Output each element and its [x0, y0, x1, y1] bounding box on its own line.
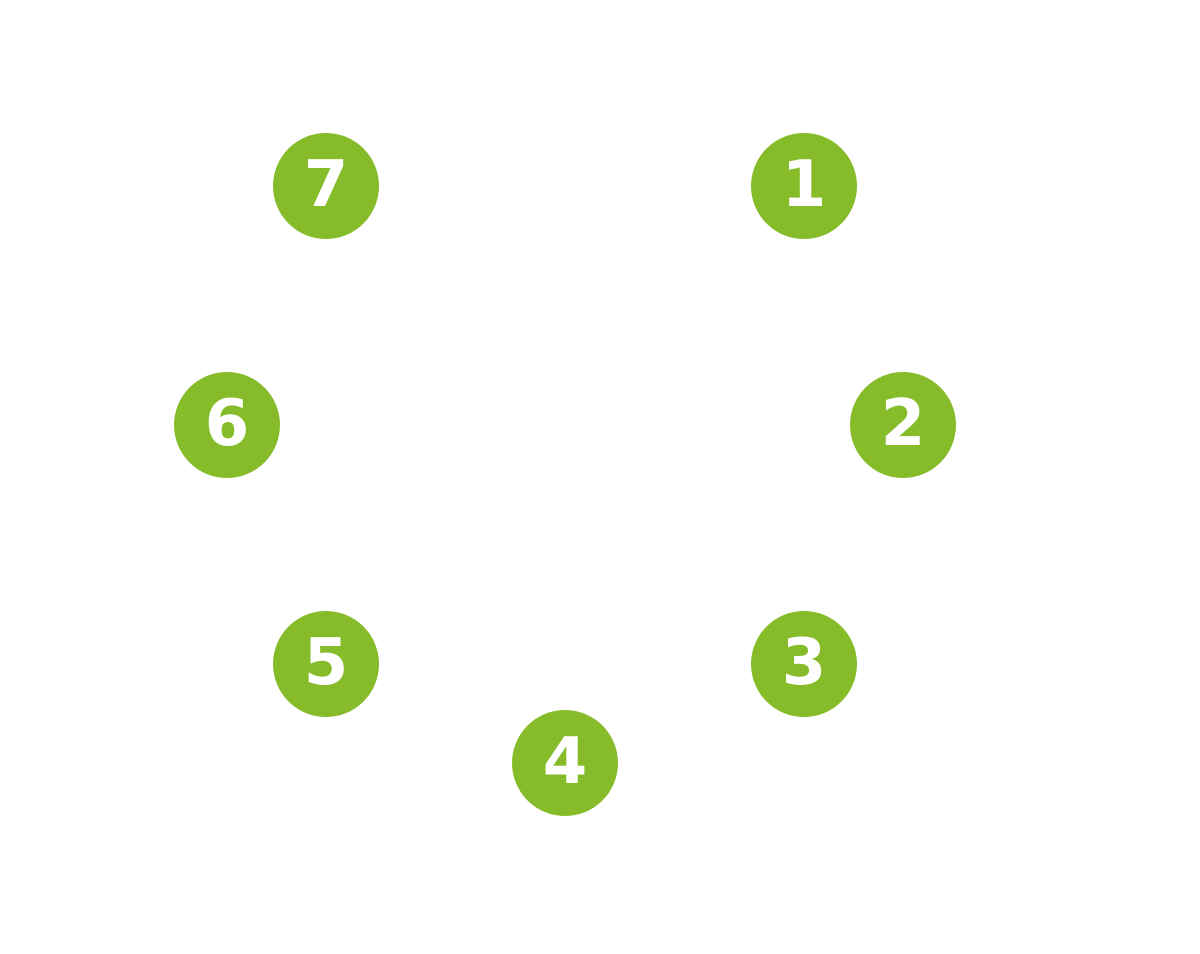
number-node-label: 1 — [781, 148, 827, 222]
number-node-4: 4 — [512, 710, 618, 816]
number-node-label: 2 — [880, 387, 926, 461]
number-node-5: 5 — [273, 611, 379, 717]
number-node-7: 7 — [273, 133, 379, 239]
number-node-6: 6 — [174, 372, 280, 478]
number-node-label: 4 — [542, 725, 588, 799]
number-node-2: 2 — [850, 372, 956, 478]
number-node-3: 3 — [751, 611, 857, 717]
number-node-label: 7 — [303, 148, 349, 222]
number-node-label: 3 — [781, 626, 827, 700]
number-node-label: 5 — [303, 626, 349, 700]
number-node-label: 6 — [204, 387, 250, 461]
number-node-1: 1 — [751, 133, 857, 239]
